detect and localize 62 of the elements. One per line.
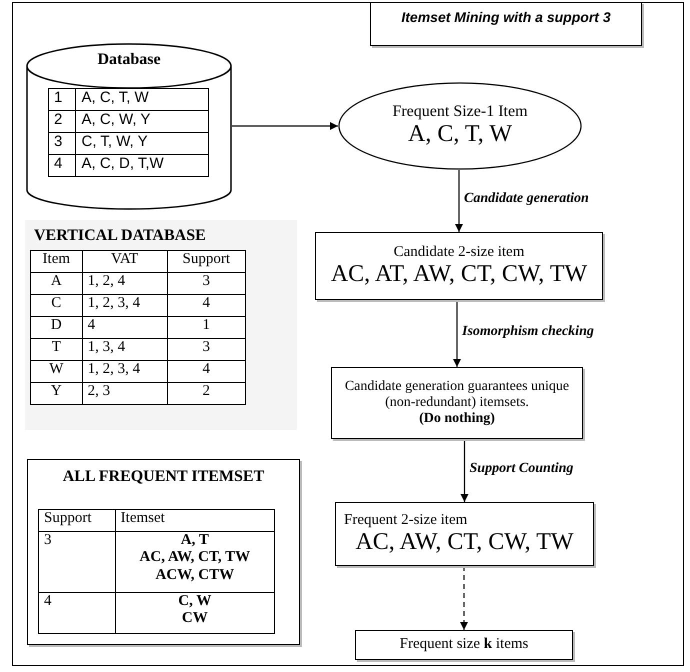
table-cell: 3 xyxy=(48,132,76,154)
bold-note: (Do nothing) xyxy=(419,411,495,428)
table-cell: T xyxy=(30,338,82,360)
table-cell: 4 xyxy=(167,360,246,382)
edge-label: Isomorphism checking xyxy=(460,324,596,340)
table-cell: 2 xyxy=(48,110,76,132)
table-cell: 4 xyxy=(167,294,246,316)
table-cell: C, T, W, Y xyxy=(76,132,208,154)
table-cell: 1 xyxy=(48,88,76,110)
table-cell: Support xyxy=(167,250,246,272)
table-cell: 4 xyxy=(82,316,168,338)
item-list: AC, AT, AW, CT, CW, TW xyxy=(330,260,588,288)
table-cell: 4 xyxy=(48,154,76,176)
node-text: Frequent size k items xyxy=(400,636,528,654)
table-cell: 2, 3 xyxy=(82,382,168,404)
table-cell: VAT xyxy=(82,250,168,272)
table-cell: Itemset xyxy=(115,510,274,532)
table-cell: 2 xyxy=(167,382,246,404)
process-box xyxy=(355,630,573,660)
arrow xyxy=(232,122,338,130)
arrow xyxy=(453,300,461,367)
cylinder-title: Database xyxy=(97,51,161,70)
table-cell: C, W CW xyxy=(115,592,274,634)
table-cell: C xyxy=(30,294,82,316)
table-cell: Item xyxy=(30,250,82,272)
section-heading: VERTICAL DATABASE xyxy=(34,227,206,245)
title-box xyxy=(370,2,642,46)
title-text: Itemset Mining with a support 3 xyxy=(401,9,611,26)
table-cell: A xyxy=(30,272,82,294)
table-cell: 3 xyxy=(167,338,246,360)
node-text: Candidate 2-size item xyxy=(394,244,524,261)
arrow xyxy=(455,170,463,232)
table-cell: A, T AC, AW, CT, TW ACW, CTW xyxy=(115,532,274,592)
item-list: AC, AW, CT, CW, TW xyxy=(355,528,574,556)
table-cell: 3 xyxy=(167,272,246,294)
process-box xyxy=(335,502,594,566)
table-cell: 4 xyxy=(38,592,116,634)
table-cell: 1, 2, 3, 4 xyxy=(82,360,168,382)
edge-label: Candidate generation xyxy=(462,191,591,207)
table-cell: 1, 2, 4 xyxy=(82,272,168,294)
process-box xyxy=(331,367,583,439)
node-heading: Frequent Size-1 Item xyxy=(392,103,528,122)
dashed-arrow xyxy=(460,566,468,630)
arrow xyxy=(460,439,468,502)
table-cell: A, C, D, T,W xyxy=(76,154,208,176)
table-cell: Y xyxy=(30,382,82,404)
process-box xyxy=(315,232,603,300)
table-cell: A, C, W, Y xyxy=(76,110,208,132)
table-cell: 1, 2, 3, 4 xyxy=(82,294,168,316)
node-text: Candidate generation guarantees unique (non-redundant) itemsets. xyxy=(344,378,570,412)
table-cell: 3 xyxy=(38,532,116,592)
node-text: Frequent 2-size item xyxy=(344,512,468,529)
table-cell: 1, 3, 4 xyxy=(82,338,168,360)
table-cell: A, C, T, W xyxy=(76,88,208,110)
item-list: A, C, T, W xyxy=(408,121,512,149)
table-cell: D xyxy=(30,316,82,338)
edge-label: Support Counting xyxy=(468,460,576,476)
table-cell: Support xyxy=(38,510,116,532)
table-cell: W xyxy=(30,360,82,382)
table-cell: 1 xyxy=(167,316,246,338)
panel-heading: ALL FREQUENT ITEMSET xyxy=(62,468,264,486)
process-ellipse xyxy=(338,82,582,170)
